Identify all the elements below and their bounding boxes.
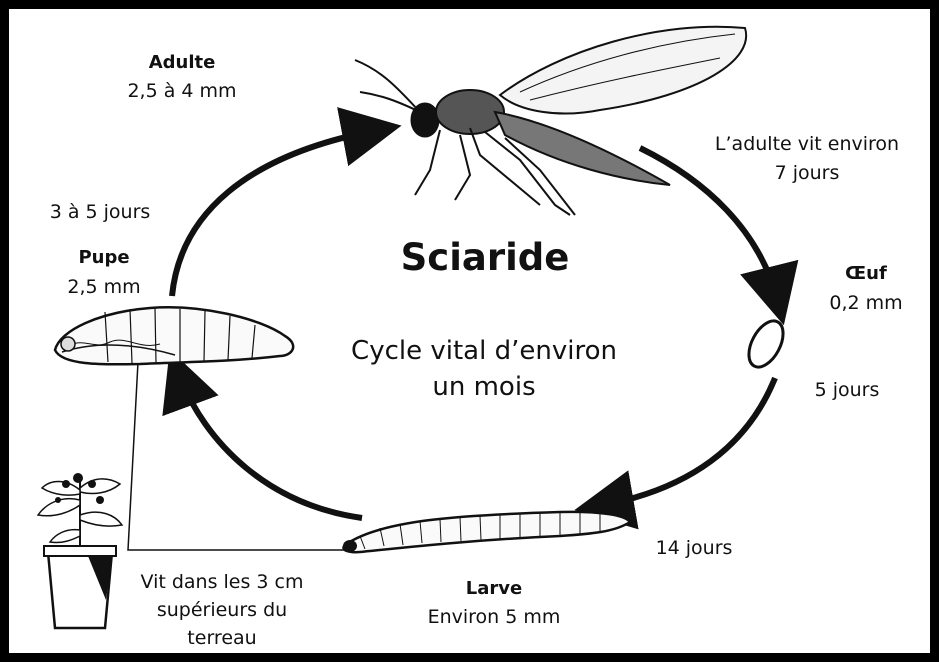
pupa-stage-name: Pupe — [78, 245, 129, 270]
adult-duration-line-1: L’adulte vit environ — [715, 132, 899, 157]
larva-illustration — [343, 512, 630, 552]
egg-stage-size: 0,2 mm — [829, 291, 902, 316]
diagram-title: Sciaride — [401, 236, 570, 280]
larva-stage-name: Larve — [466, 576, 522, 601]
habitat-line-2: supérieurs du — [157, 598, 287, 623]
larva-stage-size: Environ 5 mm — [428, 605, 561, 630]
potted-plant-illustration — [38, 473, 122, 628]
adult-duration-line-2: 7 jours — [775, 161, 840, 186]
adult-stage-name: Adulte — [149, 50, 216, 75]
adult-fly-illustration — [355, 27, 746, 215]
arrow-larva-to-pupa — [178, 372, 362, 518]
adult-stage-size: 2,5 à 4 mm — [127, 79, 236, 104]
arrow-adult-to-egg — [640, 148, 778, 302]
egg-illustration — [742, 315, 790, 372]
subtitle-line-2: un mois — [432, 370, 535, 404]
pupa-duration: 3 à 5 jours — [50, 200, 151, 225]
egg-duration: 5 jours — [815, 378, 880, 403]
subtitle-line-1: Cycle vital d’environ — [351, 334, 617, 368]
arrow-pupa-to-adult — [172, 130, 378, 296]
egg-stage-name: Œuf — [845, 261, 887, 286]
larva-duration: 14 jours — [656, 536, 733, 561]
habitat-line-3: terreau — [187, 626, 256, 651]
habitat-connector-line — [128, 362, 348, 550]
habitat-line-1: Vit dans les 3 cm — [140, 570, 303, 595]
pupa-illustration — [55, 307, 293, 364]
pupa-stage-size: 2,5 mm — [67, 275, 140, 300]
arrow-egg-to-larva — [598, 378, 775, 506]
